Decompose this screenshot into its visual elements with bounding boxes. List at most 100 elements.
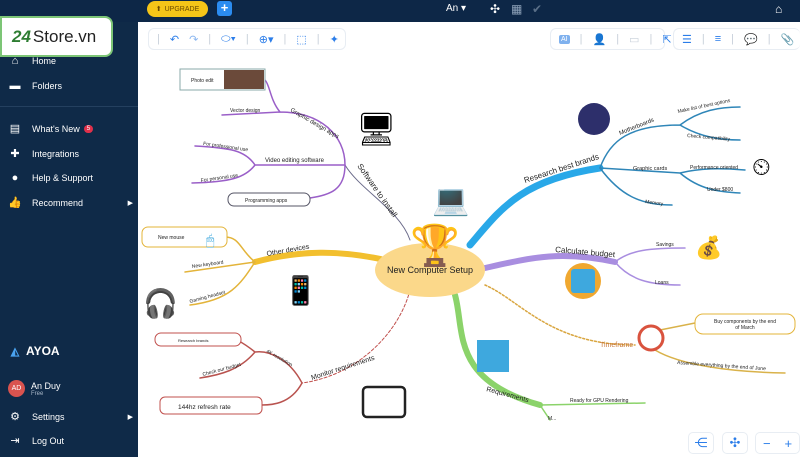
programming-node[interactable] xyxy=(227,192,311,207)
align-icon[interactable]: ≡ xyxy=(714,33,722,45)
zoom-controls: −+ xyxy=(755,432,800,454)
user-selector[interactable]: An ▾ xyxy=(446,3,467,14)
arrow-up-icon: ⬆ xyxy=(155,6,162,13)
branch-devices-sub xyxy=(184,236,256,306)
notification-badge: 5 xyxy=(83,124,94,133)
new-mouse-node[interactable] xyxy=(141,226,228,248)
central-topic[interactable]: New Computer Setup xyxy=(387,265,473,275)
node-vector-design[interactable]: Vector design xyxy=(230,108,261,114)
mindmap-canvas[interactable] xyxy=(138,22,800,457)
node-requirements[interactable]: Requirements xyxy=(485,386,529,404)
trophy-icon: 🏆 xyxy=(410,222,460,268)
magic-icon[interactable]: ✦ xyxy=(329,33,339,46)
zoom-in-button[interactable]: + xyxy=(784,435,793,451)
node-graphic-design[interactable]: Graphic design apps xyxy=(289,108,340,141)
node-timeframe[interactable]: Timeframe xyxy=(600,342,633,349)
branch-software xyxy=(344,164,411,241)
node-m[interactable]: M... xyxy=(548,416,556,422)
sidebar-item-folders[interactable]: ▬Folders xyxy=(9,80,63,92)
sidebar-item-settings[interactable]: ⚙Settings▶ xyxy=(8,410,133,423)
add-user-icon[interactable]: 👤 xyxy=(592,33,607,46)
node-savings[interactable]: Savings xyxy=(656,242,674,248)
node-assemble[interactable]: Assemble everything by the end of June xyxy=(677,360,766,372)
list-icon[interactable]: ☰ xyxy=(682,33,692,46)
select-icon[interactable]: ⬚ xyxy=(296,33,307,46)
branch-software-sub xyxy=(191,79,346,199)
fit-button[interactable]: ✣ xyxy=(722,432,748,454)
sidebar-item-integrations[interactable]: ✚Integrations xyxy=(8,147,133,160)
top-bar: ⬆UPGRADE + An ▾ ✣ ▦ ✔ ⌂ xyxy=(0,0,800,22)
node-new-keyboard[interactable]: New keyboard xyxy=(191,260,224,270)
upgrade-button[interactable]: ⬆UPGRADE xyxy=(147,1,208,17)
node-new-mouse[interactable]: New mouse xyxy=(158,235,185,241)
node-video-editing[interactable]: Video editing software xyxy=(265,158,325,164)
node-performance[interactable]: Performance oriented xyxy=(690,165,738,171)
node-buy-components[interactable]: Buy components by the end xyxy=(714,319,776,325)
chevron-right-icon: ▶ xyxy=(127,413,133,421)
branch-timeframe xyxy=(484,284,636,346)
computer-apps-icon: 🖥 xyxy=(356,111,397,147)
sidebar-item-logout[interactable]: ⇥Log Out xyxy=(8,434,133,447)
node-software[interactable]: Software to install xyxy=(355,162,399,219)
branch-budget-sub xyxy=(614,247,686,286)
node-research-brands[interactable]: Research brands xyxy=(178,338,208,343)
export-icon[interactable]: ⇱ xyxy=(662,33,672,46)
node-programming[interactable]: Programming apps xyxy=(245,198,288,204)
research-brands-node[interactable] xyxy=(154,332,242,347)
checklist-icon xyxy=(477,340,509,372)
shape-icon[interactable]: ⬭▾ xyxy=(221,32,236,45)
undo-icon[interactable]: ↶ xyxy=(169,33,180,46)
redo-icon[interactable]: ↷ xyxy=(189,33,199,46)
refresh-rate-node[interactable] xyxy=(159,396,263,415)
present-icon[interactable]: ▭ xyxy=(629,33,640,46)
node-memory[interactable]: Memory xyxy=(645,199,664,208)
logout-icon: ⇥ xyxy=(10,435,20,447)
mindmap-view-icon[interactable]: ✣ xyxy=(490,2,501,16)
edit-toolbar: | ↶ ↷ | ⬭▾ | ⊕▾ | ⬚ | ✦ xyxy=(148,28,346,50)
ai-button[interactable]: AI xyxy=(559,34,570,44)
home-icon[interactable]: ⌂ xyxy=(775,2,783,16)
attachment-icon[interactable]: 📎 xyxy=(780,33,795,46)
node-photo-edit[interactable]: Photo edit xyxy=(191,78,214,84)
fit-icon: ✣ xyxy=(729,435,741,450)
branch-timeframe-sub xyxy=(654,322,786,374)
node-loans[interactable]: Loans xyxy=(655,280,669,286)
node-gpu[interactable]: Ready for GPU Rendering xyxy=(570,398,629,404)
node-monitor[interactable]: Monitor requirements xyxy=(310,355,376,382)
node-buy-components-2: of March xyxy=(735,325,755,331)
node-refresh-rate[interactable]: 144hz refresh rate xyxy=(178,404,231,411)
node-personal[interactable]: For personal use xyxy=(200,173,238,184)
sidebar-item-recommend[interactable]: 👍Recommend▶ xyxy=(8,197,133,209)
central-node[interactable] xyxy=(375,243,485,297)
sidebar-item-home[interactable]: ⌂Home xyxy=(8,55,133,67)
news-icon: ▤ xyxy=(9,123,21,135)
calculator-body xyxy=(571,269,595,293)
comment-icon[interactable]: 💬 xyxy=(744,33,758,46)
stopwatch-icon xyxy=(637,324,665,352)
node-professional[interactable]: For professional use xyxy=(203,141,249,153)
zoom-out-button[interactable]: − xyxy=(762,435,771,451)
sidebar-item-help[interactable]: ●Help & Support xyxy=(8,172,133,184)
node-4k[interactable]: 4K resolution xyxy=(265,349,293,369)
node-compatibility[interactable]: Check compatibility xyxy=(687,133,731,143)
add-node-icon[interactable]: ⊕▾ xyxy=(258,33,274,46)
buy-components-node[interactable] xyxy=(694,313,796,335)
layout-icon: ⋲ xyxy=(694,435,708,450)
node-graphic-cards[interactable]: Graphic cards xyxy=(633,166,667,172)
add-button[interactable]: + xyxy=(217,1,232,16)
layout-button[interactable]: ⋲ xyxy=(688,432,714,454)
check-icon[interactable]: ✔ xyxy=(532,2,543,16)
node-check-budget[interactable]: Check our budget xyxy=(202,362,242,378)
photo-image xyxy=(224,70,264,89)
monitor-icon xyxy=(361,385,407,419)
divider xyxy=(0,106,138,107)
branch-budget xyxy=(482,253,618,271)
avatar: AD xyxy=(8,380,25,397)
node-under-800[interactable]: Under $800 xyxy=(707,187,733,193)
board-view-icon[interactable]: ▦ xyxy=(511,2,523,16)
branch-research xyxy=(466,164,604,249)
